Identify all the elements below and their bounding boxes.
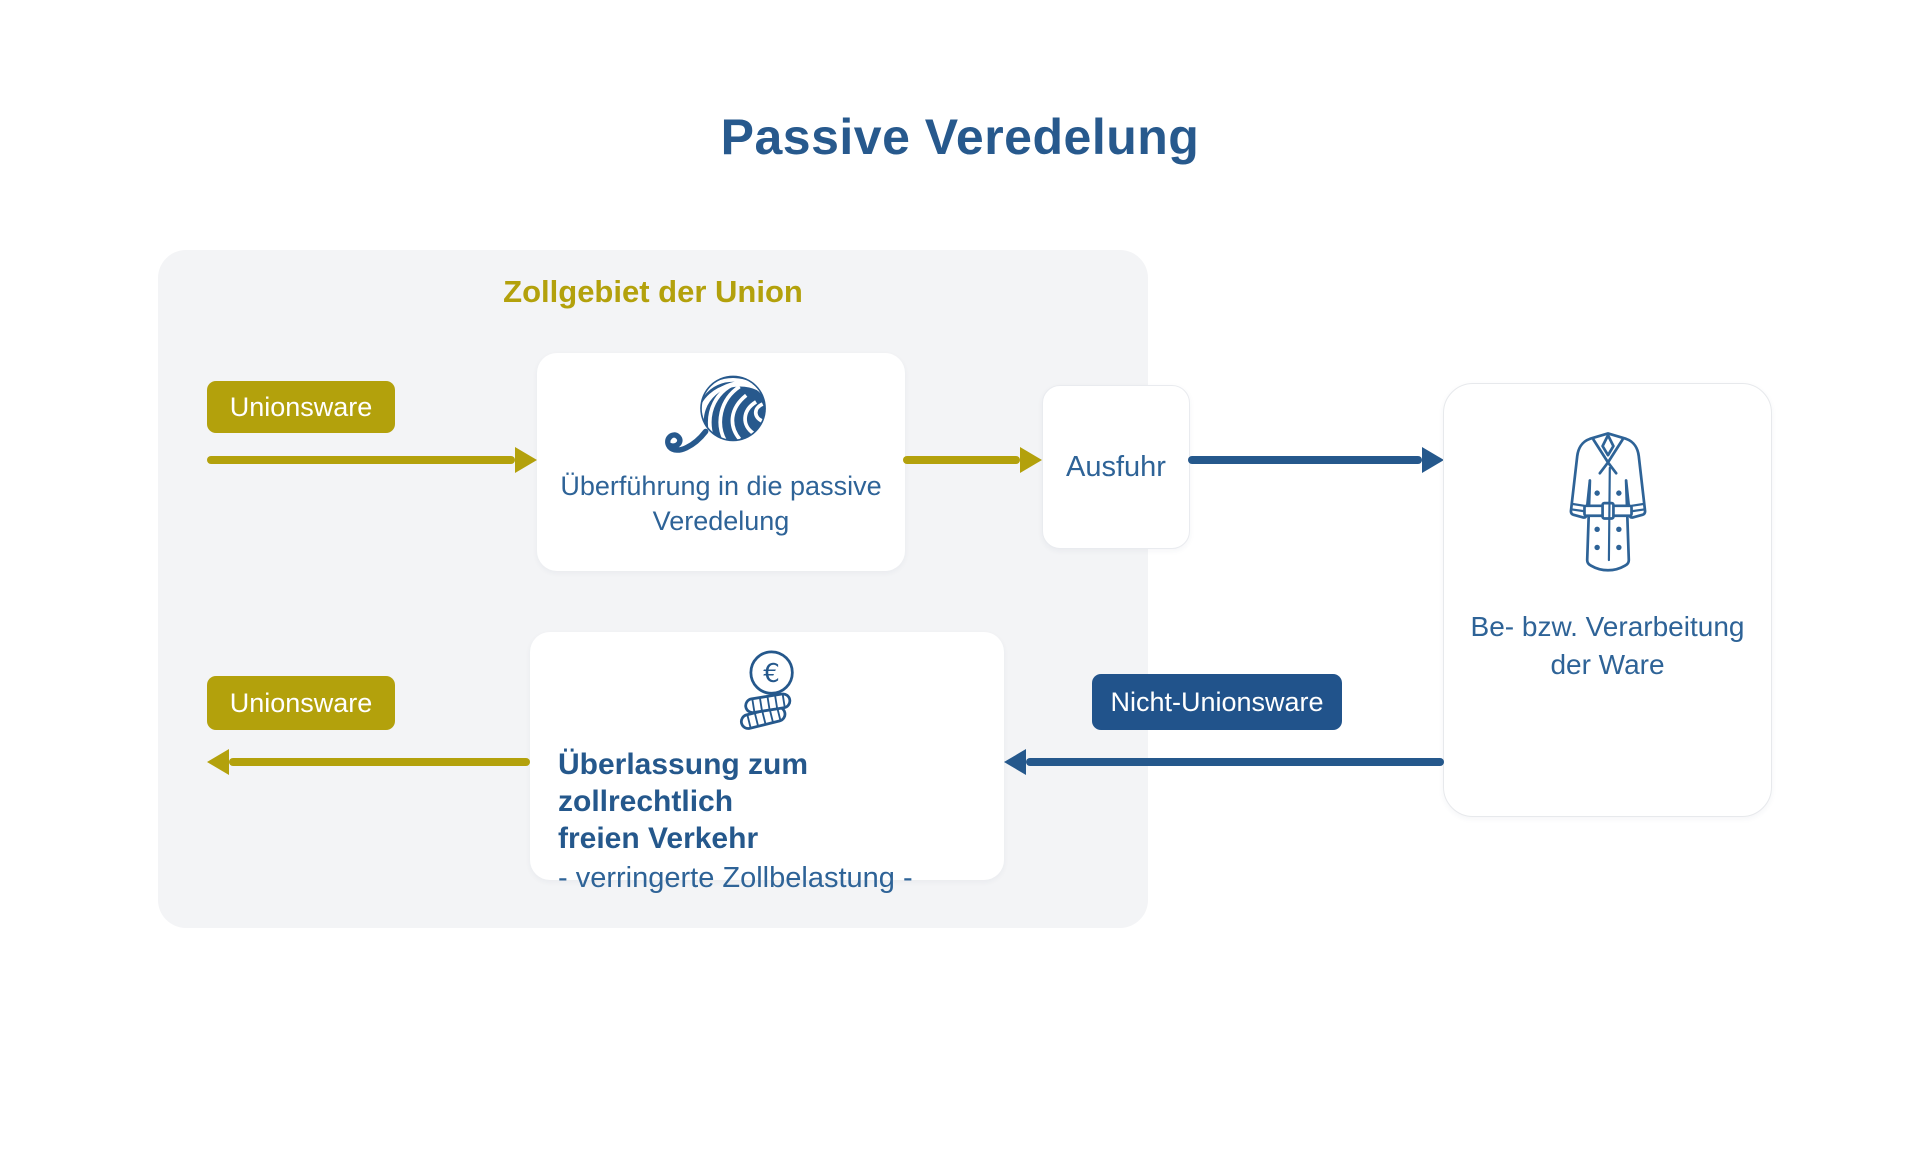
arrow-left-head-icon [1004,749,1026,775]
processing-card-label: Be- bzw. Verarbeitung der Ware [1471,608,1745,684]
arrow-shaft [1026,758,1444,766]
export-card-label: Ausfuhr [1066,450,1166,483]
nicht-unionsware-badge-label: Nicht-Unionsware [1110,686,1324,717]
release-card-title: Überlassung zum zollrechtlich freien Ver… [558,746,984,857]
arrow-left-head-icon [207,749,229,775]
release-card-title-line2: freien Verkehr [558,822,759,855]
release-card-text: Überlassung zum zollrechtlich freien Ver… [558,746,984,895]
unionsware-badge-top-label: Unionsware [229,391,373,422]
processing-card-label-line1: Be- bzw. Verarbeitung [1470,611,1745,642]
unionsware-badge-bottom-label: Unionsware [229,687,373,718]
arrow-right-head-icon [1422,447,1444,473]
entry-into-processing-card: Überführung in die passive Veredelung [537,353,905,571]
arrow-release-to-unionsware [207,748,530,776]
release-card-title-line1: Überlassung zum zollrechtlich [558,748,809,818]
entry-card-label: Überführung in die passive Veredelung [560,469,881,539]
page-title: Passive Veredelung [720,109,1200,165]
arrow-shaft [903,456,1020,464]
release-card: € Überlassung zum zollrechtlich freien V… [530,632,1004,894]
arrow-unionsware-to-entry [207,446,537,474]
entry-card-label-line2: Veredelung [652,506,790,536]
arrow-shaft [207,456,515,464]
unionsware-badge-bottom: Unionsware [207,676,395,730]
arrow-right-head-icon [515,447,537,473]
arrow-export-to-processing [1188,446,1444,474]
arrow-processing-to-release [1004,748,1444,776]
coat-icon [1553,428,1663,580]
processing-card-label-line2: der Ware [1550,649,1665,680]
arrow-shaft [229,758,530,766]
export-card: Ausfuhr [1042,385,1190,549]
arrow-shaft [1188,456,1422,464]
yarn-ball-icon [660,367,782,463]
processing-card: Be- bzw. Verarbeitung der Ware [1443,383,1772,817]
unionsware-badge-top: Unionsware [207,381,395,433]
entry-card-label-line1: Überführung in die passive [560,471,882,501]
euro-symbol: € [763,659,780,689]
release-card-subtitle: - verringerte Zollbelastung - [558,862,913,894]
arrow-right-head-icon [1020,447,1042,473]
nicht-unionsware-badge: Nicht-Unionsware [1092,674,1342,730]
customs-territory-label: Zollgebiet der Union [503,274,803,309]
euro-coins-icon: € [530,648,1004,730]
arrow-entry-to-export [903,446,1042,474]
